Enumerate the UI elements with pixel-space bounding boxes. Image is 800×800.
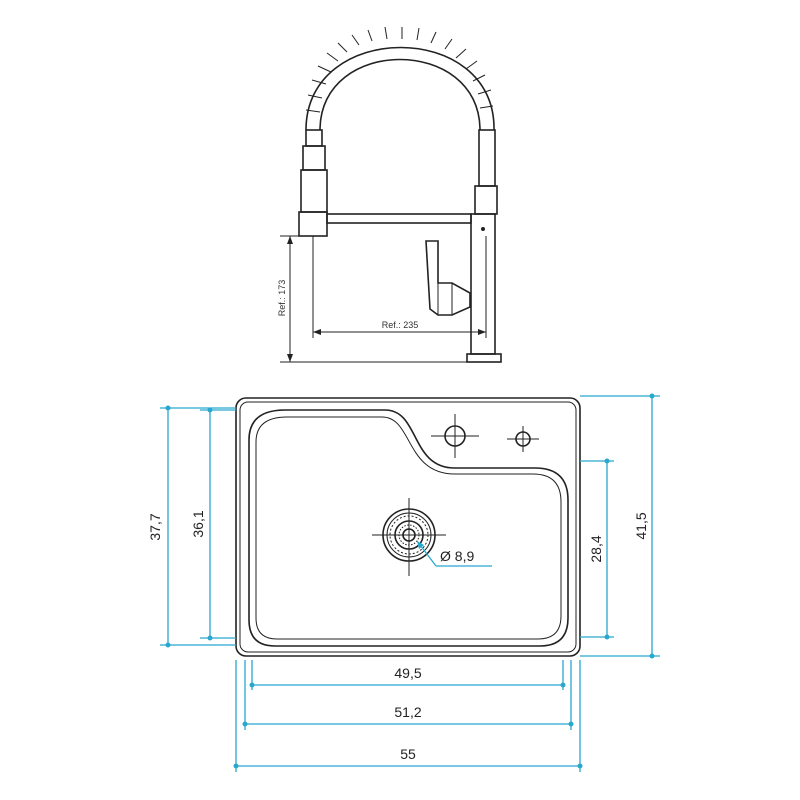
faucet-hose-ribs xyxy=(305,26,494,113)
faucet-drawing: Ref.: 173 Ref.: 235 xyxy=(277,26,502,363)
dimension-inner-depth-left-label: 36,1 xyxy=(190,510,206,537)
dimension-inner-depth-right: 28,4 xyxy=(580,458,614,640)
dimension-outer-depth-right: 41,5 xyxy=(580,393,660,659)
sink-drawing: Ø 8,9 49,5 51,2 55 xyxy=(147,393,660,772)
faucet-height-dimension: Ref.: 173 xyxy=(277,235,467,363)
faucet-lever xyxy=(425,240,471,316)
sink-outline xyxy=(235,397,581,657)
drain-diameter-label: Ø 8,9 xyxy=(440,548,474,564)
dimension-inner-width: 49,5 xyxy=(249,660,566,690)
faucet-spray-head xyxy=(305,129,323,147)
dimension-mid-width-label: 51,2 xyxy=(394,704,421,720)
dimension-inner-width-label: 49,5 xyxy=(394,665,421,681)
sink-drain xyxy=(372,498,446,576)
faucet-spout xyxy=(326,213,472,224)
dimension-outer-depth-left-label: 37,7 xyxy=(147,513,163,540)
faucet-reach-label: Ref.: 235 xyxy=(382,320,419,330)
drain-diameter-callout: Ø 8,9 xyxy=(416,540,492,567)
dimension-outer-width: 55 xyxy=(233,660,583,772)
sink-basin xyxy=(248,409,569,647)
dimension-outer-width-label: 55 xyxy=(400,746,416,762)
faucet-reach-dimension: Ref.: 235 xyxy=(312,236,487,338)
tap-hole-primary xyxy=(431,414,479,458)
dimension-inner-depth-left: 36,1 xyxy=(190,407,236,641)
dimension-outer-depth-left: 37,7 xyxy=(147,405,236,648)
tap-hole-secondary xyxy=(507,426,539,452)
dimension-mid-width: 51,2 xyxy=(242,660,574,730)
dimension-outer-depth-right-label: 41,5 xyxy=(633,512,649,539)
faucet-base xyxy=(466,353,502,363)
faucet-height-label: Ref.: 173 xyxy=(277,280,287,317)
dimension-inner-depth-right-label: 28,4 xyxy=(588,535,604,562)
